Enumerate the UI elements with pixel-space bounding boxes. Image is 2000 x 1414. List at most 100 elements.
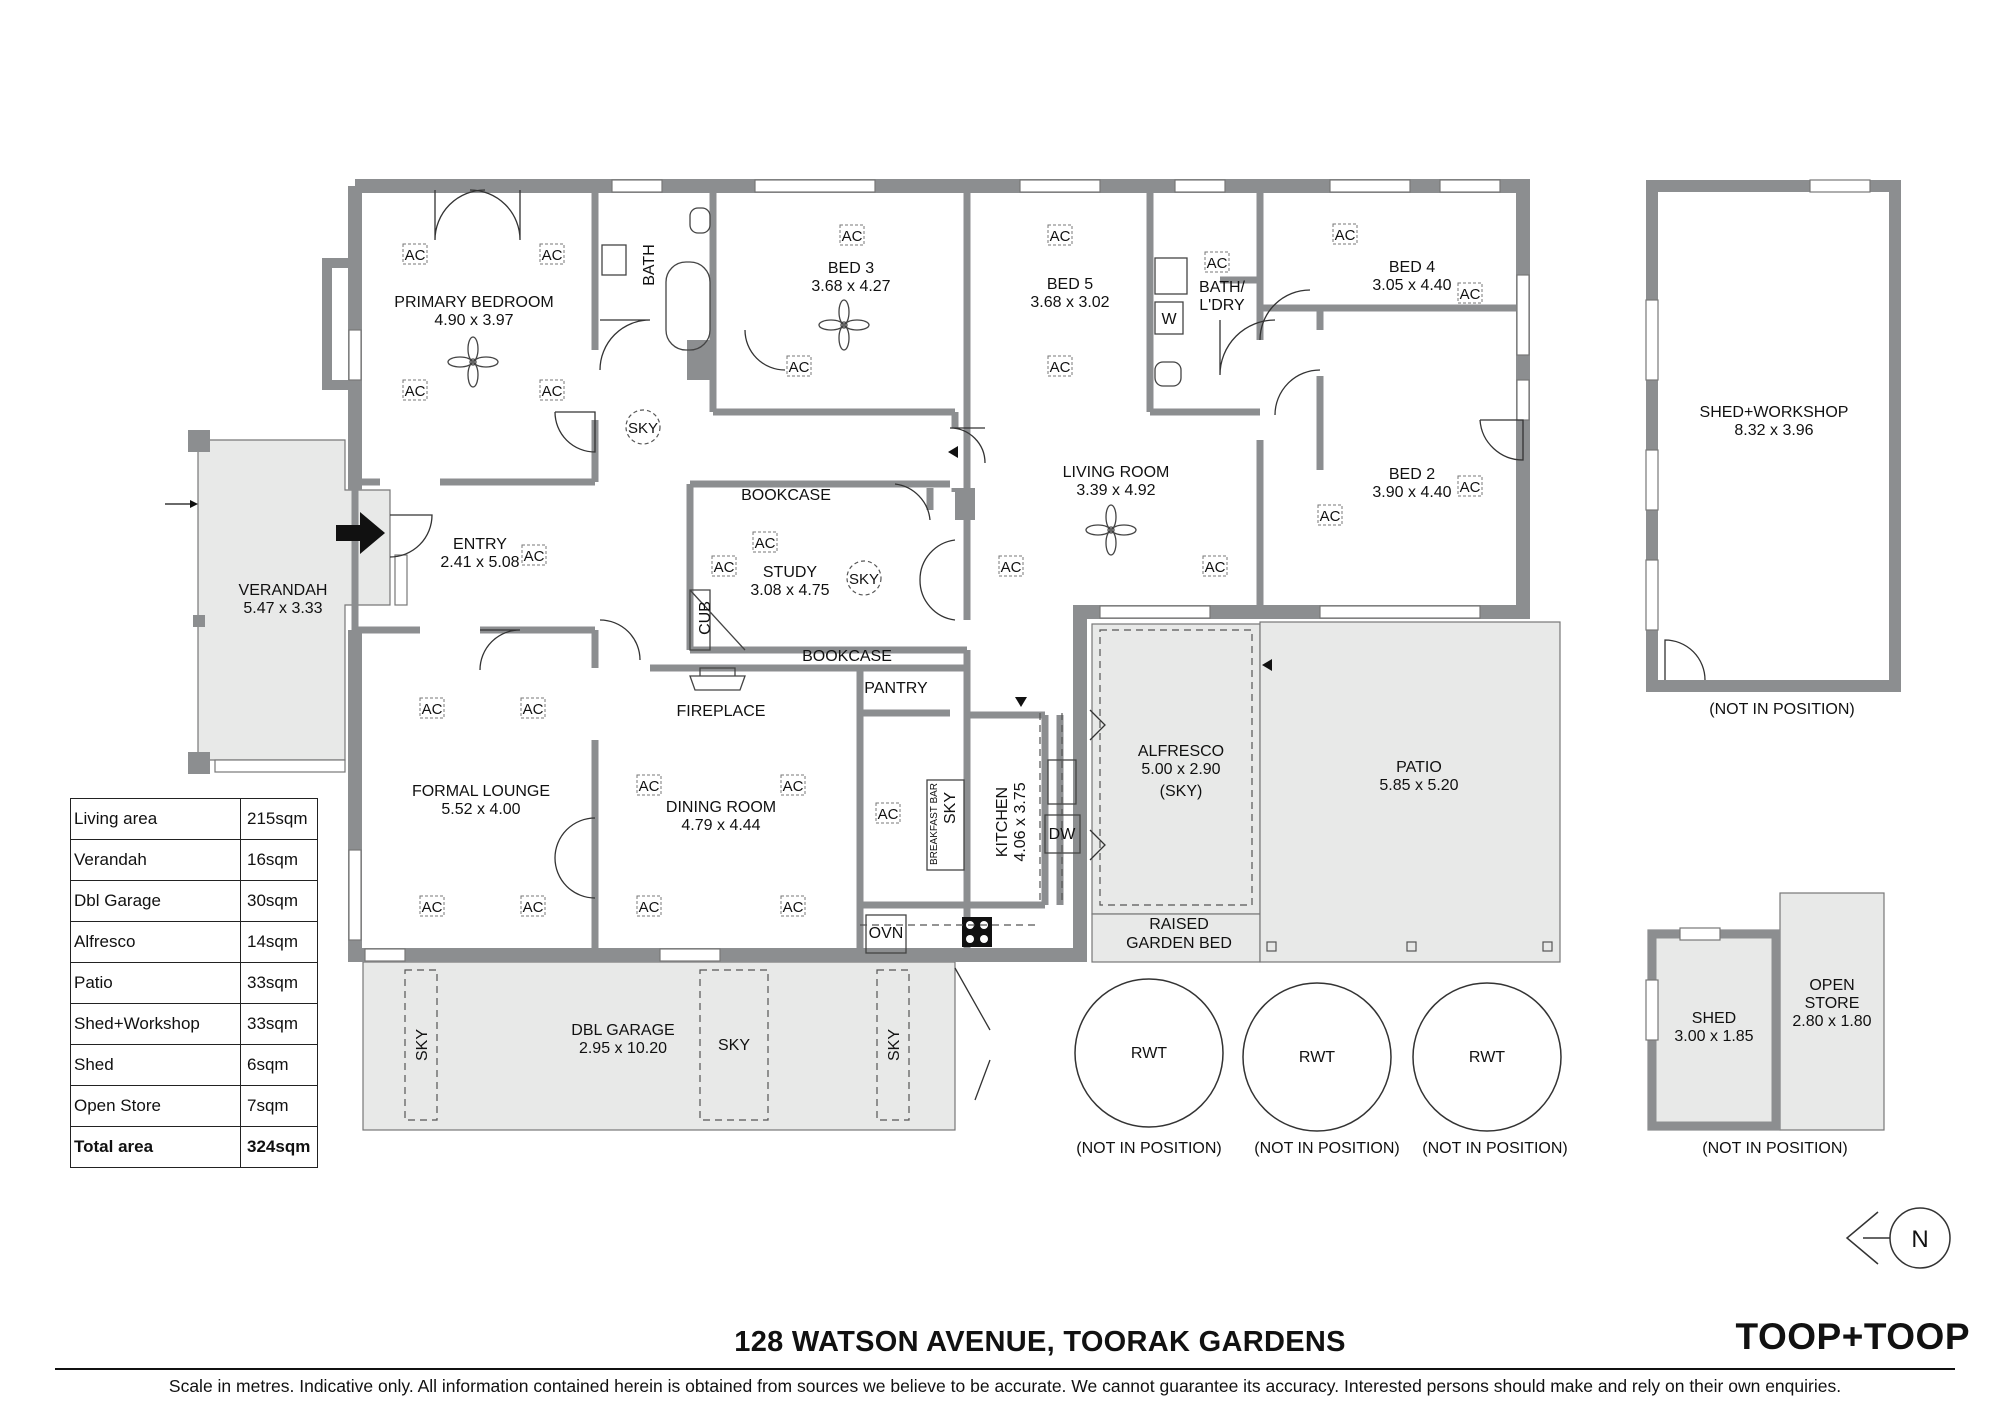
raised-garden-line1: RAISED	[1149, 916, 1209, 933]
svg-text:AC: AC	[783, 899, 804, 916]
patio-name: PATIO	[1396, 759, 1442, 776]
disclaimer-text: Scale in metres. Indicative only. All in…	[168, 1376, 1842, 1396]
door-marker-icon	[1262, 659, 1272, 671]
exterior-wall-west	[322, 258, 360, 390]
garage-area	[362, 961, 956, 1131]
not-in-position-label: (NOT IN POSITION)	[1076, 1140, 1221, 1157]
open-store-name1: OPEN	[1809, 977, 1854, 994]
ac-marker: AC	[419, 697, 445, 719]
rainwater-tanks	[1074, 978, 1562, 1132]
ac-marker: AC	[1457, 282, 1483, 304]
area-label: Dbl Garage	[70, 880, 241, 922]
ac-marker: AC	[1317, 504, 1343, 526]
entry-size: 2.41 x 5.08	[440, 554, 519, 571]
area-label: Verandah	[70, 839, 241, 881]
bed5-name: BED 5	[1047, 276, 1093, 293]
vanity-icon	[601, 244, 627, 276]
ceiling-fan-icon	[1085, 504, 1137, 556]
bathtub-icon	[665, 261, 711, 351]
ac-marker: AC	[520, 697, 546, 719]
patio-size: 5.85 x 5.20	[1379, 777, 1458, 794]
north-compass-icon	[1845, 1207, 1951, 1269]
bed4-name: BED 4	[1389, 259, 1435, 276]
not-in-position-label: (NOT IN POSITION)	[1702, 1140, 1847, 1157]
garage-size: 2.95 x 10.20	[579, 1040, 667, 1057]
dishwasher-label: DW	[1049, 826, 1077, 843]
ac-marker: AC	[636, 895, 662, 917]
washer-icon	[1154, 301, 1184, 335]
sky-label: SKY	[628, 420, 658, 437]
svg-text:AC: AC	[524, 548, 545, 565]
property-address: 128 WATSON AVENUE, TOORAK GARDENS	[734, 1326, 1346, 1358]
shed-workshop-walls	[1646, 180, 1901, 692]
shed-size: 3.00 x 1.85	[1674, 1028, 1753, 1045]
sky-label: SKY	[849, 571, 879, 588]
living-size: 3.39 x 4.92	[1076, 482, 1155, 499]
bookcase-top: BOOKCASE	[741, 487, 831, 504]
kitchen-name: KITCHEN	[994, 787, 1011, 857]
bath-name: BATH	[641, 244, 658, 285]
ac-marker: AC	[998, 555, 1024, 577]
study-name: STUDY	[763, 564, 818, 581]
svg-text:AC: AC	[878, 806, 899, 823]
ac-marker: AC	[786, 355, 812, 377]
windows	[214, 179, 1871, 1041]
kitchen-sky-label: SKY	[942, 792, 959, 824]
not-in-position-label: (NOT IN POSITION)	[1709, 701, 1854, 718]
cub-icon	[689, 589, 746, 651]
svg-text:AC: AC	[783, 778, 804, 795]
ac-marker: AC	[1047, 355, 1073, 377]
bath-ldry-name2: L'DRY	[1199, 297, 1245, 314]
shed-name: SHED	[1692, 1010, 1736, 1027]
interior-walls	[351, 186, 1523, 955]
primary-bedroom-name: PRIMARY BEDROOM	[394, 294, 553, 311]
rwt-label: RWT	[1299, 1049, 1335, 1066]
formal-lounge-size: 5.52 x 4.00	[441, 801, 520, 818]
svg-text:AC: AC	[1050, 359, 1071, 376]
oven-icon	[865, 914, 907, 954]
bed3-size: 3.68 x 4.27	[811, 278, 890, 295]
ac-marker: AC	[539, 243, 565, 265]
ac-marker: AC	[419, 895, 445, 917]
svg-text:AC: AC	[542, 383, 563, 400]
fireplace-label: FIREPLACE	[677, 703, 766, 720]
alfresco-note: (SKY)	[1160, 783, 1203, 800]
entry-name: ENTRY	[453, 536, 507, 553]
ac-markers: AC AC AC AC AC AC AC AC AC AC AC AC AC A…	[402, 223, 1483, 917]
svg-text:AC: AC	[639, 778, 660, 795]
garage-sky-label: SKY	[886, 1029, 903, 1061]
svg-text:AC: AC	[755, 535, 776, 552]
bed2-size: 3.90 x 4.40	[1372, 484, 1451, 501]
ac-marker: AC	[875, 802, 901, 824]
svg-text:AC: AC	[422, 701, 443, 718]
area-value: 30sqm	[240, 880, 318, 922]
svg-text:AC: AC	[789, 359, 810, 376]
bed4-size: 3.05 x 4.40	[1372, 277, 1451, 294]
area-label: Patio	[70, 962, 241, 1004]
rwt-label: RWT	[1131, 1045, 1167, 1062]
svg-text:AC: AC	[1050, 228, 1071, 245]
verandah-size: 5.47 x 3.33	[243, 600, 322, 617]
patio-posts	[1266, 941, 1553, 952]
ac-marker: AC	[520, 895, 546, 917]
ac-marker: AC	[839, 224, 865, 246]
bookcase-bottom: BOOKCASE	[802, 648, 892, 665]
svg-text:AC: AC	[1001, 559, 1022, 576]
ac-marker: AC	[752, 531, 778, 553]
garage-sky-label: SKY	[414, 1029, 431, 1061]
bed5-size: 3.68 x 3.02	[1030, 294, 1109, 311]
north-label: N	[1911, 1226, 1928, 1253]
ac-marker: AC	[1332, 223, 1358, 245]
sky-circles	[625, 409, 882, 596]
area-value: 324sqm	[240, 1126, 318, 1168]
area-value: 6sqm	[240, 1044, 318, 1086]
area-value: 14sqm	[240, 921, 318, 963]
brand-logo: TOOP+TOOP	[1735, 1316, 1970, 1357]
